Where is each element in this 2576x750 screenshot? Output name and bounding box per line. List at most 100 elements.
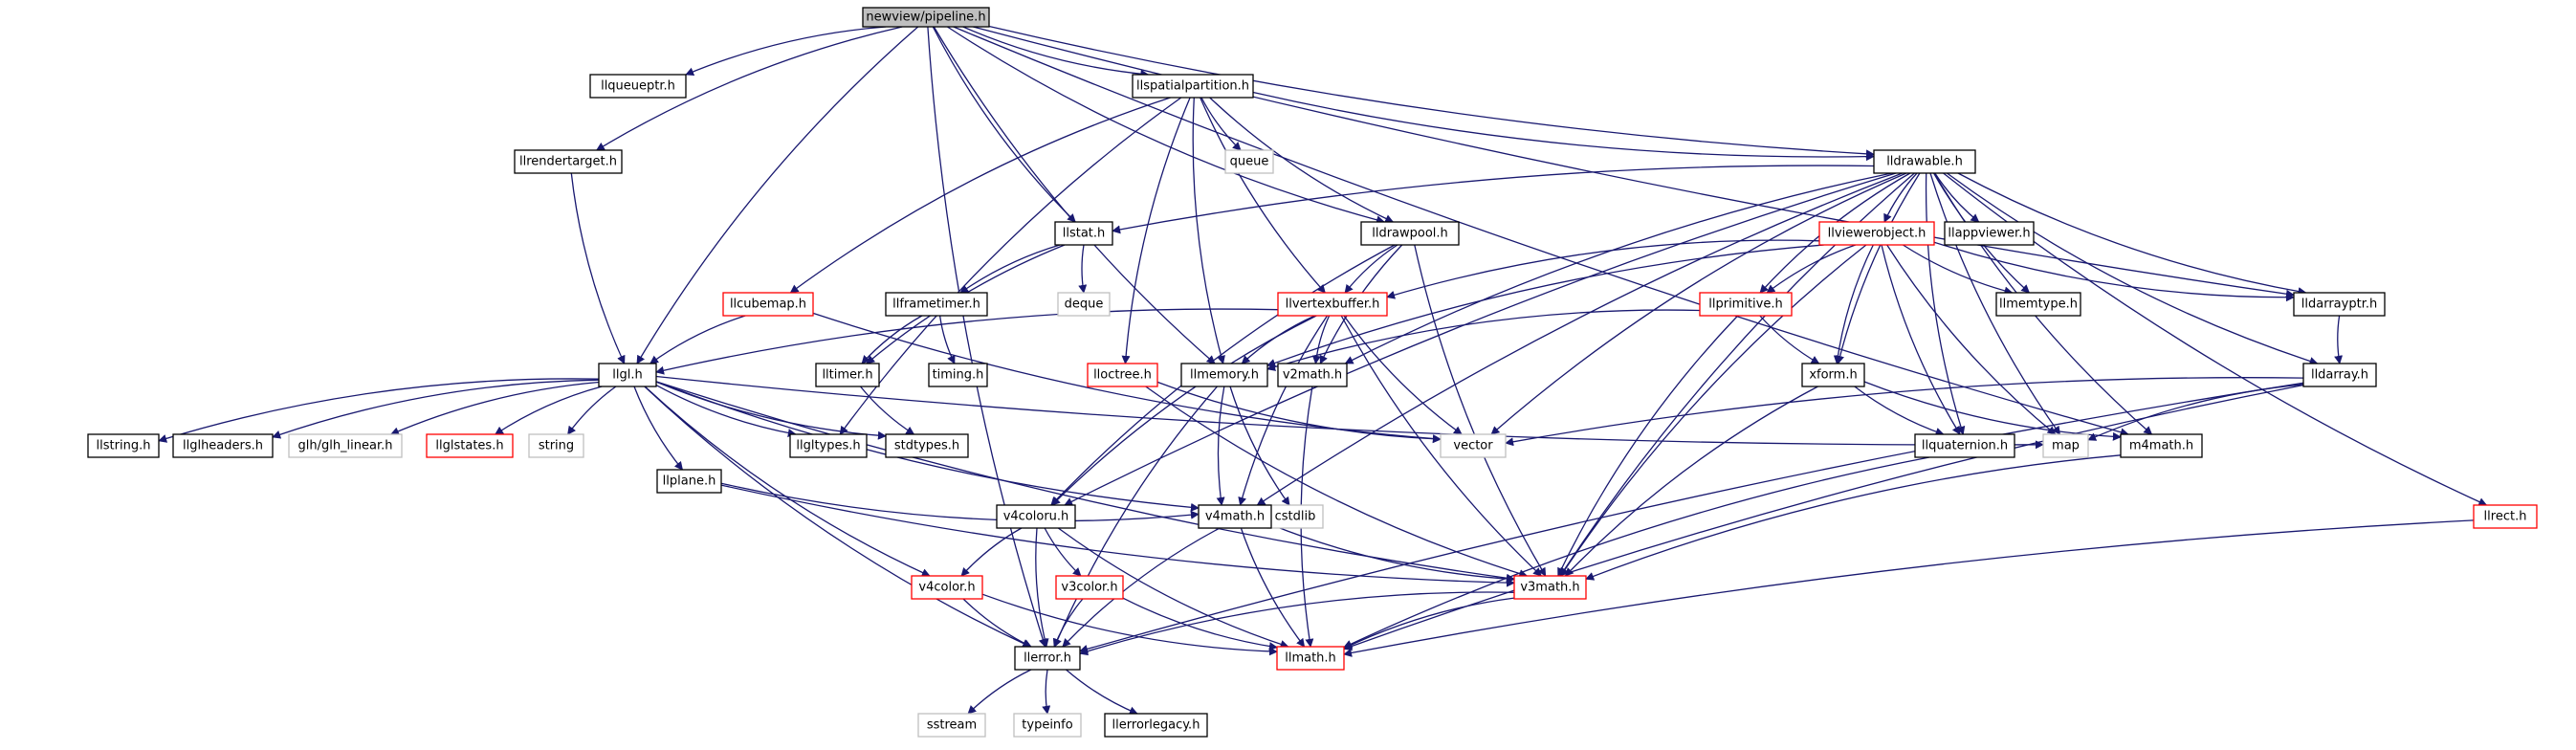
edge-v4coloru-to-llmath <box>1057 527 1289 649</box>
node-llstring[interactable]: llstring.h <box>87 433 160 458</box>
node-llqueueptr[interactable]: llqueueptr.h <box>589 74 687 99</box>
node-pipeline[interactable]: newview/pipeline.h <box>862 7 990 28</box>
node-box <box>1801 363 1865 387</box>
node-box <box>2293 292 2386 317</box>
node-llerror[interactable]: llerror.h <box>1014 646 1081 671</box>
node-box <box>1360 221 1460 246</box>
edge-lloctree-to-vector <box>1156 381 1442 444</box>
node-m4math[interactable]: m4math.h <box>2120 433 2203 458</box>
edge-lldrawpool-to-v3math <box>1414 244 1547 577</box>
node-box <box>2473 504 2538 529</box>
node-lldrawable[interactable]: lldrawable.h <box>1873 149 1976 174</box>
edge-llprimitive-to-llmemory <box>1266 309 1701 371</box>
node-lldrawpool[interactable]: lldrawpool.h <box>1360 221 1460 246</box>
edge-lloctree-to-v3math <box>1145 386 1529 578</box>
edge-lldarrayptr-to-lldarray <box>2334 315 2344 364</box>
node-box <box>87 433 160 458</box>
node-typeinfo: typeinfo <box>1013 713 1082 738</box>
node-label: newview/pipeline.h <box>866 11 985 25</box>
edge-lldrawable-to-v4math <box>1256 172 1903 506</box>
edge-lldrawable-to-llstat <box>1112 165 1875 234</box>
node-llrendertarget[interactable]: llrendertarget.h <box>514 149 623 174</box>
node-llgltypes[interactable]: llgltypes.h <box>789 433 868 458</box>
edge-llspatialpart-to-llcubemap <box>789 97 1171 294</box>
node-label: timing.h <box>933 368 984 383</box>
node-llglheaders[interactable]: llglheaders.h <box>172 433 274 458</box>
node-box <box>1699 292 1793 317</box>
node-box <box>1104 713 1208 738</box>
node-lloctree[interactable]: lloctree.h <box>1087 363 1158 387</box>
node-llplane[interactable]: llplane.h <box>656 469 722 494</box>
node-llerrorlegacy[interactable]: llerrorlegacy.h <box>1104 713 1208 738</box>
node-llappviewer[interactable]: llappviewer.h <box>1944 221 2035 246</box>
edge-llspatialpart-to-llgltypes <box>839 97 1182 435</box>
node-llmemory[interactable]: llmemory.h <box>1180 363 1268 387</box>
node-llrect[interactable]: llrect.h <box>2473 504 2538 529</box>
node-v4coloru[interactable]: v4coloru.h <box>996 504 1076 529</box>
node-box <box>172 433 274 458</box>
node-llglstates[interactable]: llglstates.h <box>426 433 514 458</box>
edge-llspatialpart-to-lldrawpool <box>1209 97 1395 223</box>
node-stdtypes[interactable]: stdtypes.h <box>885 433 969 458</box>
node-lltimer[interactable]: lltimer.h <box>815 363 880 387</box>
node-xform[interactable]: xform.h <box>1801 363 1865 387</box>
node-llcubemap[interactable]: llcubemap.h <box>722 292 814 317</box>
edge-pipeline-to-llspatialpart <box>962 26 1150 78</box>
node-v4color[interactable]: v4color.h <box>911 575 983 600</box>
edge-llerror-to-typeinfo <box>1042 669 1051 715</box>
node-llvertexbuffer[interactable]: llvertexbuffer.h <box>1277 292 1388 317</box>
edge-v4coloru-to-v4color <box>960 527 1023 577</box>
node-label: queue <box>1230 155 1269 169</box>
node-v3math[interactable]: v3math.h <box>1513 575 1587 600</box>
node-label: lldarrayptr.h <box>2301 298 2377 312</box>
node-label: v3math.h <box>1520 581 1579 595</box>
edge-v4color-to-llmath <box>981 593 1278 656</box>
node-llmath[interactable]: llmath.h <box>1276 646 1345 671</box>
node-label: llglheaders.h <box>183 439 263 453</box>
node-box <box>815 363 880 387</box>
edge-llviewerobject-to-map <box>1886 244 2057 435</box>
node-box <box>1198 504 1272 529</box>
node-box <box>1180 363 1268 387</box>
node-llviewerobject[interactable]: llviewerobject.h <box>1818 221 1935 246</box>
node-llquaternion[interactable]: llquaternion.h <box>1914 433 2015 458</box>
node-box <box>862 7 990 28</box>
node-llstat[interactable]: llstat.h <box>1054 221 1113 246</box>
node-llspatialpart[interactable]: llspatialpartition.h <box>1132 74 1254 99</box>
edge-lldarray-to-vector <box>1505 377 2304 447</box>
node-v3color[interactable]: v3color.h <box>1055 575 1124 600</box>
node-box <box>996 504 1076 529</box>
node-box <box>589 74 687 99</box>
node-llmemtype[interactable]: llmemtype.h <box>1995 292 2081 317</box>
edge-lldrawable-to-xform <box>1836 172 1921 364</box>
edge-llspatialpart-to-lloctree <box>1121 97 1191 364</box>
node-llframetimer[interactable]: llframetimer.h <box>885 292 988 317</box>
node-deque: deque <box>1057 292 1111 317</box>
edge-lldrawable-to-v4coloru <box>1064 172 1897 506</box>
edge-llvertexbuffer-to-llmemory <box>1241 315 1315 364</box>
node-lldarray[interactable]: lldarray.h <box>2302 363 2377 387</box>
edge-llgl-to-llstring <box>158 378 600 443</box>
node-cstdlib: cstdlib <box>1266 504 1324 529</box>
node-label: llviewerobject.h <box>1828 227 1926 241</box>
edge-llvertexbuffer-to-v3math <box>1340 315 1542 577</box>
node-box <box>1944 221 2035 246</box>
node-v4math[interactable]: v4math.h <box>1198 504 1272 529</box>
edge-llgl-to-v3math <box>655 381 1515 583</box>
edge-llgl-to-v4color <box>644 386 931 577</box>
node-lldarrayptr[interactable]: lldarrayptr.h <box>2293 292 2386 317</box>
edge-llgl-to-string <box>567 386 617 435</box>
edge-llprimitive-to-xform <box>1759 315 1820 364</box>
node-timing[interactable]: timing.h <box>928 363 988 387</box>
node-string: string <box>528 433 584 458</box>
node-label: llerror.h <box>1024 651 1071 666</box>
node-label: v4coloru.h <box>1003 510 1069 524</box>
node-llprimitive[interactable]: llprimitive.h <box>1699 292 1793 317</box>
node-label: lldarray.h <box>2311 368 2368 383</box>
node-label: lldrawable.h <box>1886 155 1963 169</box>
node-llgl[interactable]: llgl.h <box>598 363 657 387</box>
node-box <box>722 292 814 317</box>
node-box <box>1013 713 1082 738</box>
node-label: glh/glh_linear.h <box>297 439 392 453</box>
node-v2math[interactable]: v2math.h <box>1277 363 1348 387</box>
